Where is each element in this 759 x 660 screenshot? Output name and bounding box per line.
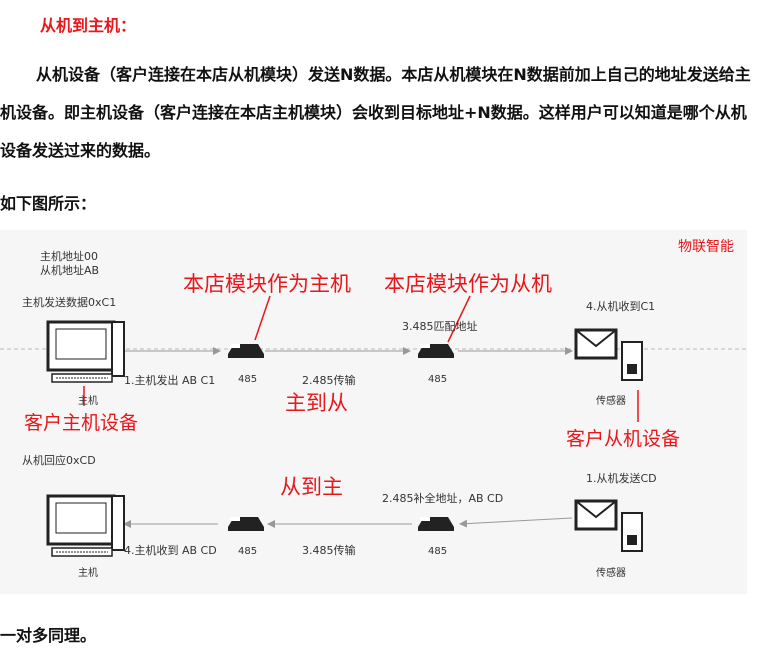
sensor-caption-bottom: 传感器 xyxy=(596,568,626,579)
host-address: 主机地址00 xyxy=(40,250,98,263)
step-4-top: 4.从机收到C1 xyxy=(586,300,656,313)
module-485-icon xyxy=(418,517,454,531)
customer-slave-device: 客户从机设备 xyxy=(566,428,681,450)
customer-host-device: 客户主机设备 xyxy=(24,412,139,434)
slave-reply-label: 从机回应0xCD xyxy=(22,454,96,467)
slave-address: 从机地址AB xyxy=(40,264,100,277)
sensor-caption-top: 传感器 xyxy=(596,396,626,407)
step-4-bottom: 4.主机收到 AB CD xyxy=(124,544,217,557)
envelope-icon xyxy=(574,328,618,360)
module-a-top: 485 xyxy=(238,374,258,385)
step-1-top: 1.主机发出 AB C1 xyxy=(124,374,216,387)
intro-line: 如下图所示： xyxy=(0,194,97,213)
heading: 从机到主机： xyxy=(40,16,137,35)
host-caption-bottom: 主机 xyxy=(78,568,98,579)
envelope-icon xyxy=(574,499,618,531)
bottom-arrow-1 xyxy=(459,517,573,528)
module-b-bottom: 485 xyxy=(428,546,448,557)
callout-line-slave xyxy=(447,295,471,343)
diagram: 物联智能 主机地址00 从机地址AB 主机发送数据0xC1 本店模块作为主机 本… xyxy=(0,230,747,594)
sensor-icon xyxy=(621,341,643,381)
step-2-top: 2.485传输 xyxy=(302,374,356,387)
step-2-bottom: 2.485补全地址，AB CD xyxy=(382,492,504,505)
callout-line-master xyxy=(254,295,271,341)
computer-icon xyxy=(46,494,125,557)
step-3-top: 3.485匹配地址 xyxy=(402,320,478,333)
host-caption-top: 主机 xyxy=(78,396,98,407)
step-1-bottom: 1.从机发送CD xyxy=(586,472,657,485)
brand-label: 物联智能 xyxy=(678,239,734,255)
paragraph: 从机设备（客户连接在本店从机模块）发送N数据。本店从机模块在N数据前加上自己的地… xyxy=(0,65,751,160)
module-485-icon xyxy=(228,344,264,358)
diagram-graphics xyxy=(0,295,747,557)
module-485-icon xyxy=(228,517,264,531)
module-b-top: 485 xyxy=(428,374,448,385)
host-send-label: 主机发送数据0xC1 xyxy=(22,296,117,309)
module-a-bottom: 485 xyxy=(238,546,258,557)
direction-bottom: 从到主 xyxy=(280,475,343,499)
direction-top: 主到从 xyxy=(285,391,348,415)
sensor-icon xyxy=(621,512,643,552)
footer-line: 一对多同理。 xyxy=(0,626,97,645)
step-3-bottom: 3.485传输 xyxy=(302,544,356,557)
module-485-icon xyxy=(418,344,454,358)
computer-icon xyxy=(46,320,125,383)
callout-slave: 本店模块作为从机 xyxy=(384,272,552,296)
callout-master: 本店模块作为主机 xyxy=(183,272,351,296)
